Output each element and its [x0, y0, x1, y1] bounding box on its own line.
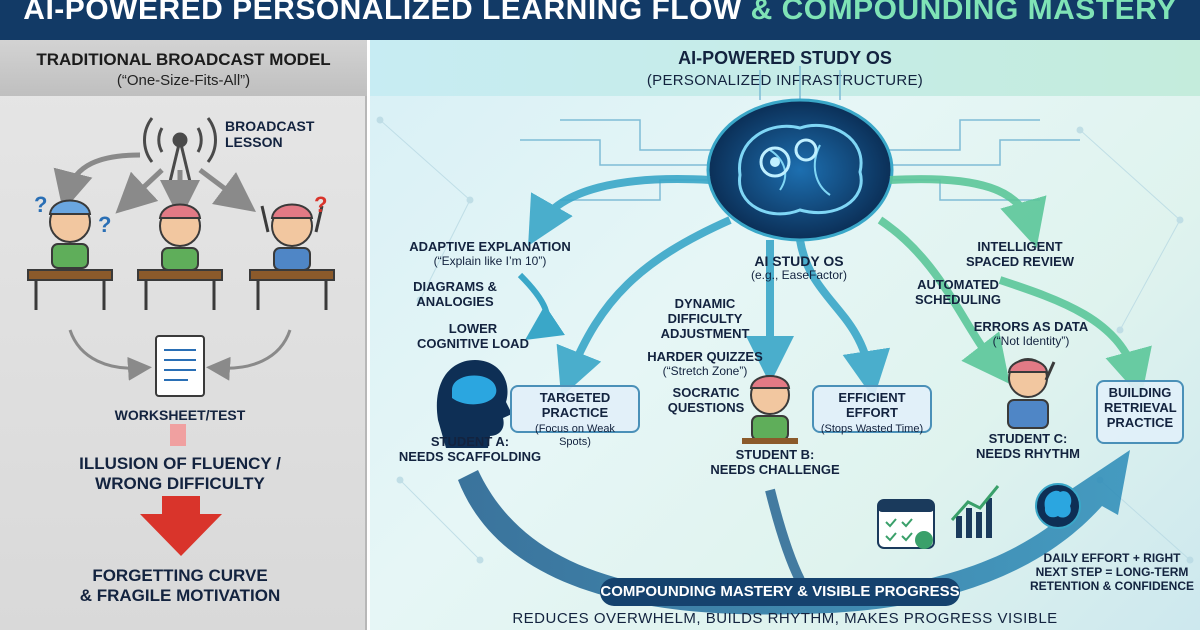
traditional-title: TRADITIONAL BROADCAST MODEL — [36, 50, 331, 69]
targeted-practice-box: TARGETED PRACTICE (Focus on Weak Spots) — [510, 385, 640, 448]
retrieval-title: BUILDING RETRIEVAL PRACTICE — [1104, 385, 1177, 430]
calendar-icon — [877, 499, 935, 549]
down-arrow-stem — [162, 496, 200, 516]
diagrams-label: DIAGRAMS & ANALOGIES — [413, 279, 497, 309]
broadcast-arrows — [53, 152, 256, 220]
flow-arrows-blue — [528, 175, 891, 399]
daily-effort-label: DAILY EFFORT + RIGHT NEXT STEP = LONG-TE… — [1029, 551, 1194, 593]
dynamic-difficulty-label: DYNAMIC DIFFICULTY ADJUSTMENT — [660, 296, 750, 341]
efficient-subtitle: (Stops Wasted Time) — [820, 422, 924, 435]
student-a-icon — [436, 360, 512, 448]
student-left-2 — [137, 203, 223, 310]
ai-title: AI-POWERED STUDY OS — [678, 48, 892, 68]
adaptive-explanation-label: ADAPTIVE EXPLANATION (“Explain like I’m … — [400, 239, 580, 269]
student-b-label: STUDENT B: NEEDS CHALLENGE — [710, 447, 840, 477]
ai-brain-icon — [706, 98, 894, 242]
traditional-subtitle: (“One-Size-Fits-All”) — [116, 72, 251, 89]
worksheet-arrows — [68, 329, 292, 381]
ai-subtitle: (PERSONALIZED INFRASTRUCTURE) — [646, 72, 924, 89]
student-a-label: STUDENT A: NEEDS SCAFFOLDING — [398, 434, 542, 464]
page-title: AI-POWERED PERSONALIZED LEARNING FLOW & … — [0, 0, 1200, 27]
errors-as-data-label: ERRORS AS DATA (“Not Identity”) — [966, 319, 1096, 349]
ai-header: AI-POWERED STUDY OS (PERSONALIZED INFRAS… — [370, 40, 1200, 96]
center-subtitle: (e.g., EaseFactor) — [750, 268, 848, 283]
harder-subtitle: (“Stretch Zone”) — [662, 363, 748, 378]
broadcast-lesson-label: BROADCAST LESSON — [225, 118, 315, 151]
errors-subtitle: (“Not Identity”) — [992, 333, 1070, 348]
spaced-review-label: INTELLIGENT SPACED REVIEW — [965, 239, 1075, 269]
student-b-icon — [742, 375, 798, 444]
growth-chart-icon — [950, 485, 1000, 538]
compounding-mastery-banner: COMPOUNDING MASTERY & VISIBLE PROGRESS — [600, 578, 960, 606]
illusion-label: ILLUSION OF FLUENCY / WRONG DIFFICULTY — [79, 454, 281, 493]
cognitive-load-label: LOWER COGNITIVE LOAD — [417, 321, 529, 351]
svg-text:?: ? — [34, 192, 47, 217]
adaptive-subtitle: (“Explain like I’m 10”) — [433, 253, 547, 268]
warning-gradient-bar — [170, 424, 186, 446]
student-left-1: ? ? — [27, 192, 113, 310]
title-part-2: & COMPOUNDING MASTERY — [750, 0, 1177, 26]
network-background — [376, 116, 1194, 564]
forgetting-label: FORGETTING CURVE & FRAGILE MOTIVATION — [79, 566, 281, 605]
svg-text:?: ? — [314, 192, 327, 217]
targeted-subtitle: (Focus on Weak Spots) — [535, 422, 615, 448]
efficient-effort-box: EFFICIENT EFFORT (Stops Wasted Time) — [812, 385, 932, 435]
targeted-title: TARGETED PRACTICE — [539, 390, 611, 420]
center-title: AI STUDY OS (e.g., EaseFactor) — [718, 253, 880, 283]
errors-title: ERRORS AS DATA — [973, 319, 1089, 334]
flow-arrows-green — [877, 175, 1152, 399]
footer-summary: REDUCES OVERWHELM, BUILDS RHYTHM, MAKES … — [512, 610, 1058, 627]
small-brain-icon — [1035, 483, 1081, 529]
traditional-header: TRADITIONAL BROADCAST MODEL (“One-Size-F… — [0, 40, 367, 96]
scaffolding-arrow — [517, 272, 565, 341]
title-part-1: AI-POWERED PERSONALIZED LEARNING FLOW — [23, 0, 742, 26]
worksheet-icon — [155, 335, 205, 397]
center-title-text: AI STUDY OS — [754, 253, 844, 269]
compounding-arrow — [458, 450, 1130, 615]
student-left-3: ? — [249, 192, 335, 310]
student-c-label: STUDENT C: NEEDS RHYTHM — [975, 431, 1080, 461]
harder-title: HARDER QUIZZES — [647, 349, 763, 364]
socratic-questions-label: SOCRATIC QUESTIONS — [667, 385, 745, 415]
worksheet-label: WORKSHEET/TEST — [114, 407, 246, 423]
student-c-icon — [1007, 358, 1056, 429]
broadcast-tower-icon — [142, 117, 218, 191]
title-bar: AI-POWERED PERSONALIZED LEARNING FLOW & … — [0, 0, 1200, 40]
down-arrow-icon — [140, 514, 222, 556]
automated-scheduling-label: AUTOMATED SCHEDULING — [915, 277, 1001, 307]
svg-text:?: ? — [98, 212, 111, 237]
harder-quizzes-label: HARDER QUIZZES (“Stretch Zone”) — [640, 349, 770, 379]
efficient-title: EFFICIENT EFFORT — [838, 390, 906, 420]
student-b-arrow — [765, 488, 805, 583]
adaptive-title: ADAPTIVE EXPLANATION — [409, 239, 571, 254]
retrieval-practice-box: BUILDING RETRIEVAL PRACTICE — [1096, 380, 1184, 444]
